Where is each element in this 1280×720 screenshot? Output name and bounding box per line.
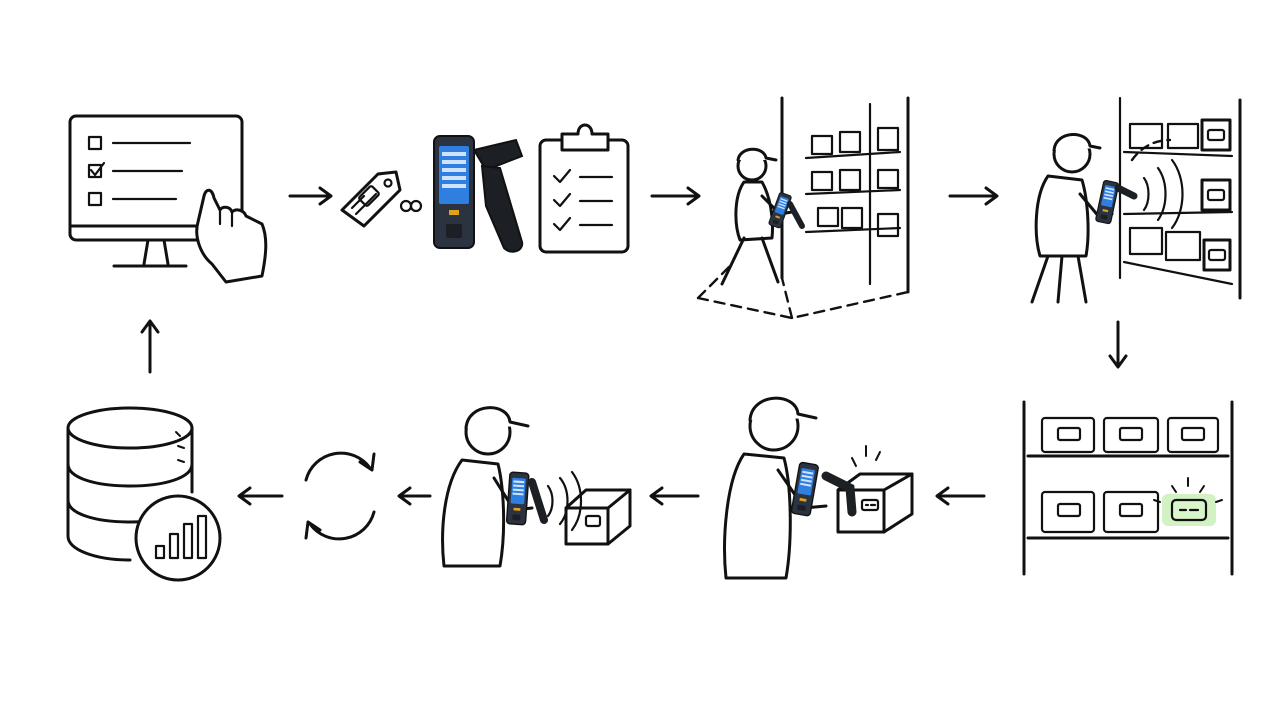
arrow-right-3 (948, 186, 999, 206)
arrow-left-2 (649, 486, 700, 506)
arrow-left-1 (935, 486, 986, 506)
link-icon (399, 199, 423, 213)
arrow-right-2 (650, 186, 701, 206)
arrow-left-4 (237, 486, 284, 506)
arrow-up-1 (140, 319, 160, 374)
worker-walking-to-shelf-icon (696, 96, 910, 320)
box (564, 488, 632, 546)
worker-reading-box-tag-icon (441, 406, 632, 568)
worker-scanning-box-icon (723, 396, 914, 580)
clipboard-checklist-icon (538, 123, 630, 254)
rfid-tag-icon (340, 170, 402, 228)
sync-icon (304, 451, 376, 541)
arrow-left-3 (397, 486, 432, 506)
worker-scanning-shelf-icon (1030, 96, 1242, 304)
rfid-handheld-reader-icon (433, 135, 524, 253)
database-chart-icon (66, 406, 222, 582)
hand-pointer-icon (195, 188, 268, 284)
arrow-right-1 (288, 186, 333, 206)
box (836, 445, 914, 534)
arrow-down-1 (1108, 320, 1128, 369)
shelf-highlighted-tag-icon (1022, 400, 1234, 576)
